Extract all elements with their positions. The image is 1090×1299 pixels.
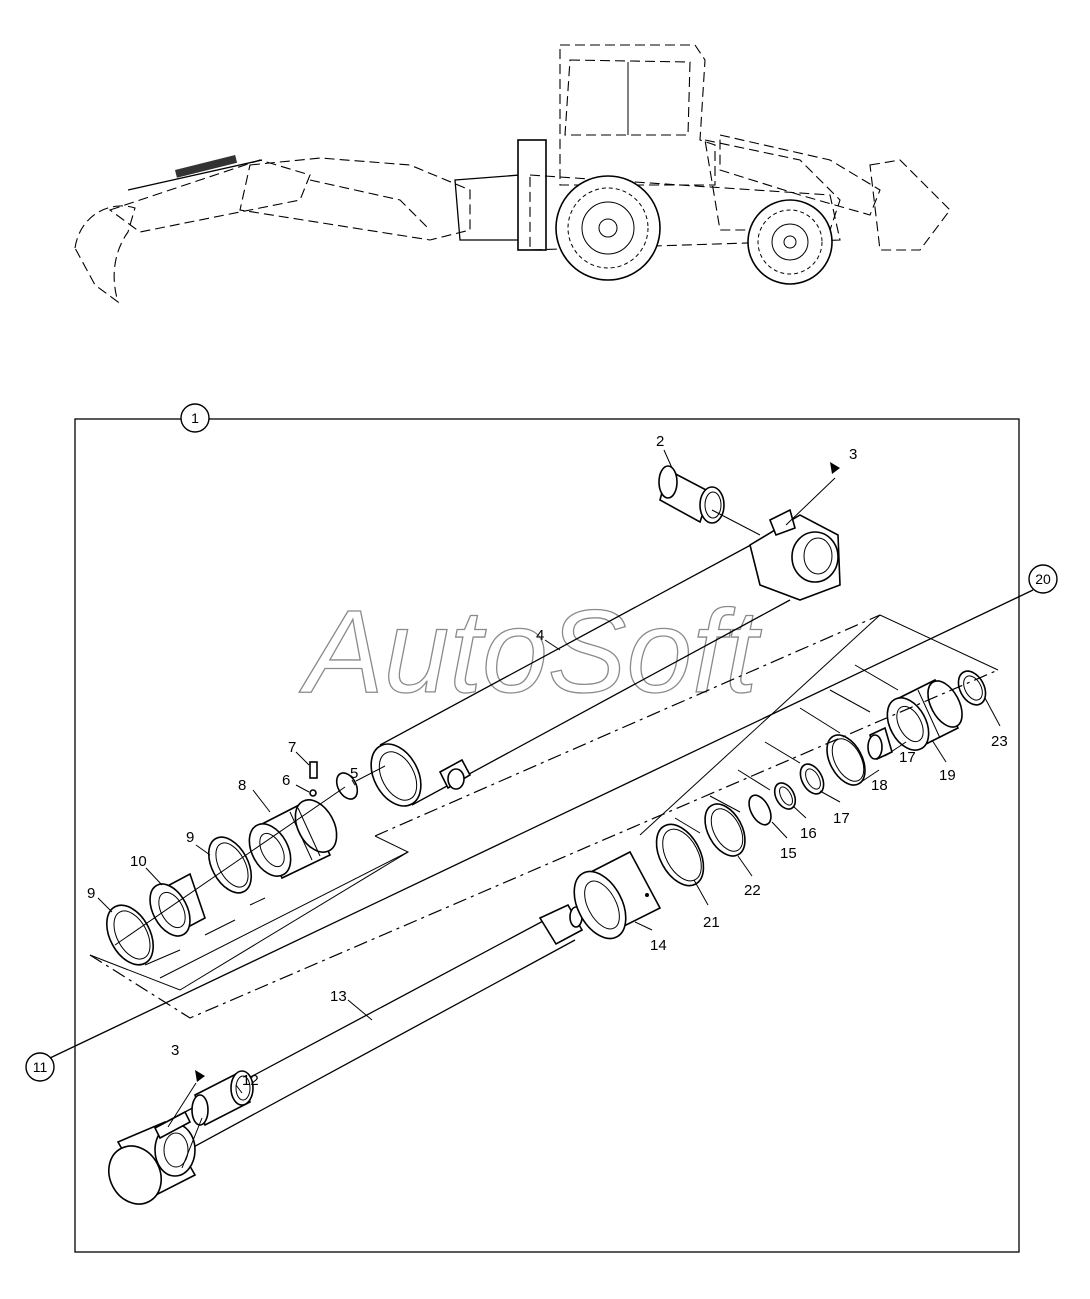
pin-7 (309, 761, 318, 779)
backhoe-loader-illustration (74, 44, 951, 304)
part-label: 14 (650, 937, 667, 954)
part-label: 9 (87, 885, 95, 902)
bushing-upper (658, 465, 725, 524)
part-label: 15 (780, 845, 797, 862)
ring-22 (704, 803, 746, 857)
part-label: 3 (171, 1042, 179, 1059)
part-label: 23 (991, 733, 1008, 750)
watermark: AutoSoft (299, 586, 762, 718)
cylinder-barrel (370, 508, 841, 807)
part-label: 10 (130, 853, 147, 870)
part-label: 17 (833, 810, 850, 827)
part-label: 17 (899, 749, 916, 766)
piston-14 (573, 850, 662, 940)
bearing-10 (149, 872, 206, 937)
part-label: 5 (350, 765, 358, 782)
part-label: 16 (800, 825, 817, 842)
part-label: 9 (186, 829, 194, 846)
wiper-23 (957, 670, 987, 706)
part-label: 8 (238, 777, 246, 794)
svg-text:20: 20 (1035, 571, 1051, 587)
part-label: 6 (282, 772, 290, 789)
ring-17-left (799, 763, 825, 795)
ring-21 (655, 823, 705, 887)
seal-5 (335, 772, 359, 800)
svg-text:1: 1 (191, 410, 199, 426)
part-label: 13 (330, 988, 347, 1005)
assembly-callout-1: 1 (180, 403, 210, 433)
guide-19 (886, 678, 963, 751)
part-label: 21 (703, 914, 720, 931)
ball-6 (309, 789, 317, 797)
part-label: 19 (939, 767, 956, 784)
svg-text:11: 11 (33, 1059, 48, 1075)
part-label: 18 (871, 777, 888, 794)
part-label: 3 (849, 446, 857, 463)
part-label: 12 (242, 1072, 259, 1089)
grease-fitting-marker-top (830, 462, 840, 474)
ring-15 (748, 794, 772, 826)
ring-18 (826, 734, 866, 786)
gland-8 (248, 799, 338, 880)
ring-9-upper (207, 836, 253, 894)
part-label: 4 (536, 627, 544, 644)
part-label: 7 (288, 739, 296, 756)
assembly-callout-11: 11 (25, 1052, 55, 1082)
piston-rod (108, 903, 584, 1205)
assembly-callout-20: 20 (1028, 564, 1058, 594)
grease-fitting-marker-bottom (195, 1070, 205, 1082)
assembly-frame (74, 418, 1020, 1253)
part-label: 2 (656, 433, 664, 450)
part-label: 22 (744, 882, 761, 899)
